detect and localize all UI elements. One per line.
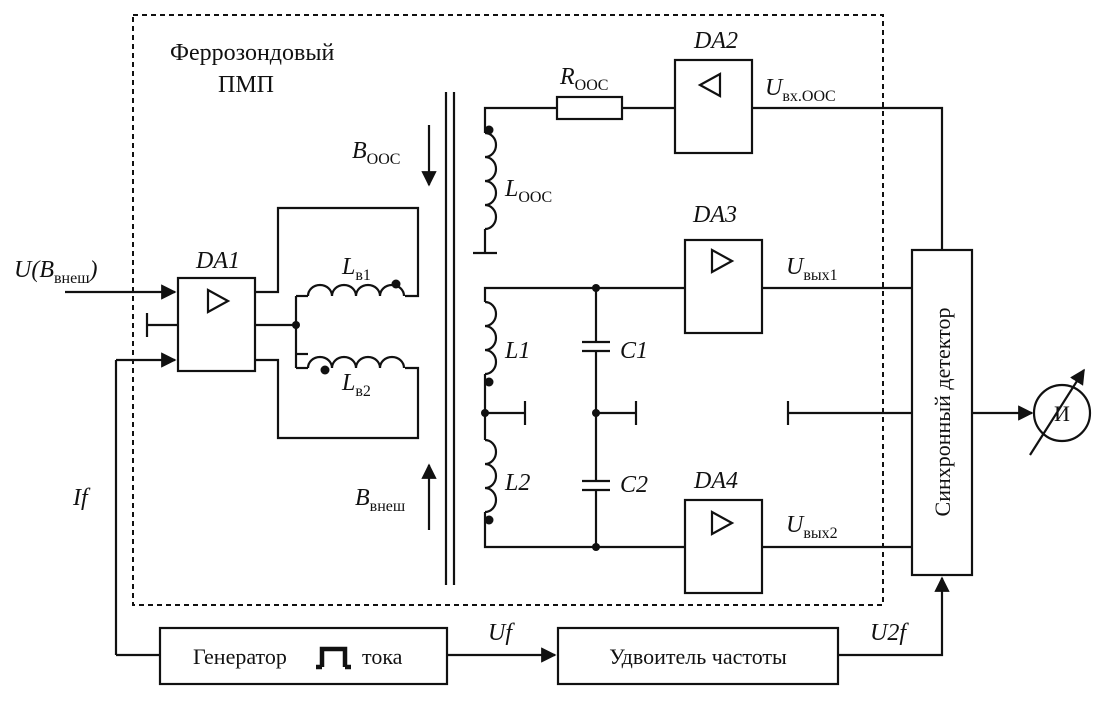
amplifier-da2: DA2 Uвх.OOC: [673, 28, 944, 250]
probe-label-line2: ПМП: [218, 72, 274, 98]
ground-detector: [786, 401, 912, 425]
capacitor-c2: C2: [582, 413, 648, 551]
amplifier-da3: DA3 Uвых1: [596, 202, 912, 335]
inductor-l1: L1: [483, 286, 596, 440]
meter: И: [972, 368, 1092, 456]
probe-boundary: [132, 14, 884, 606]
svg-text:Удвоитель частоты: Удвоитель частоты: [609, 644, 787, 669]
u2f-signal: U2f: [838, 576, 950, 657]
if-line: If: [72, 352, 177, 657]
resistor-rooc: ROOC: [555, 64, 675, 121]
svg-text:DA1: DA1: [195, 248, 240, 274]
svg-text:Lв1: Lв1: [341, 254, 371, 284]
svg-text:Uвых2: Uвых2: [786, 512, 838, 542]
excitation-wiring: [255, 206, 420, 440]
capacitor-c1: C1: [582, 284, 648, 413]
inductor-lv2: Lв2: [294, 354, 406, 400]
svg-text:LOOC: LOOC: [504, 176, 552, 206]
field-bvnesh: Bвнеш: [355, 463, 437, 530]
inductor-lv1: Lв1: [306, 254, 406, 297]
generator-block: Генератор тока: [158, 626, 449, 686]
core: [444, 92, 456, 585]
svg-text:L1: L1: [504, 338, 530, 364]
svg-text:U2f: U2f: [870, 620, 909, 646]
sync-detector: Синхронный детектор: [910, 248, 974, 577]
svg-text:DA2: DA2: [693, 28, 738, 54]
ground-cap: [592, 401, 638, 425]
svg-text:Uвых1: Uвых1: [786, 254, 838, 284]
svg-text:тока: тока: [362, 644, 403, 669]
uf-signal: Uf: [447, 620, 557, 663]
amplifier-da1: DA1: [145, 248, 257, 373]
svg-text:U(Bвнеш): U(Bвнеш): [14, 257, 98, 287]
field-booc: BOOC: [352, 125, 437, 187]
svg-text:BOOC: BOOC: [352, 138, 400, 168]
svg-text:If: If: [72, 485, 91, 511]
svg-text:C1: C1: [620, 338, 648, 364]
svg-text:DA4: DA4: [693, 468, 738, 494]
input-signal: U(Bвнеш): [14, 257, 177, 300]
svg-text:Синхронный детектор: Синхронный детектор: [930, 308, 955, 517]
svg-text:L2: L2: [504, 470, 530, 496]
svg-text:ROOC: ROOC: [559, 64, 608, 94]
svg-text:Lв2: Lв2: [341, 370, 371, 400]
probe-label-line1: Феррозондовый: [170, 40, 334, 66]
ground-mid: [481, 401, 527, 425]
frequency-doubler: Удвоитель частоты: [556, 626, 840, 686]
svg-text:DA3: DA3: [692, 202, 737, 228]
amplifier-da4: DA4 Uвых2: [596, 468, 912, 595]
svg-text:Uf: Uf: [488, 620, 515, 646]
svg-text:Bвнеш: Bвнеш: [355, 485, 406, 515]
svg-text:Генератор: Генератор: [193, 644, 287, 669]
svg-text:Uвх.OOC: Uвх.OOC: [765, 75, 836, 105]
inductor-looc: LOOC: [473, 106, 557, 255]
inductor-l2: L2: [483, 438, 596, 549]
svg-text:И: И: [1054, 401, 1070, 426]
svg-text:C2: C2: [620, 472, 648, 498]
